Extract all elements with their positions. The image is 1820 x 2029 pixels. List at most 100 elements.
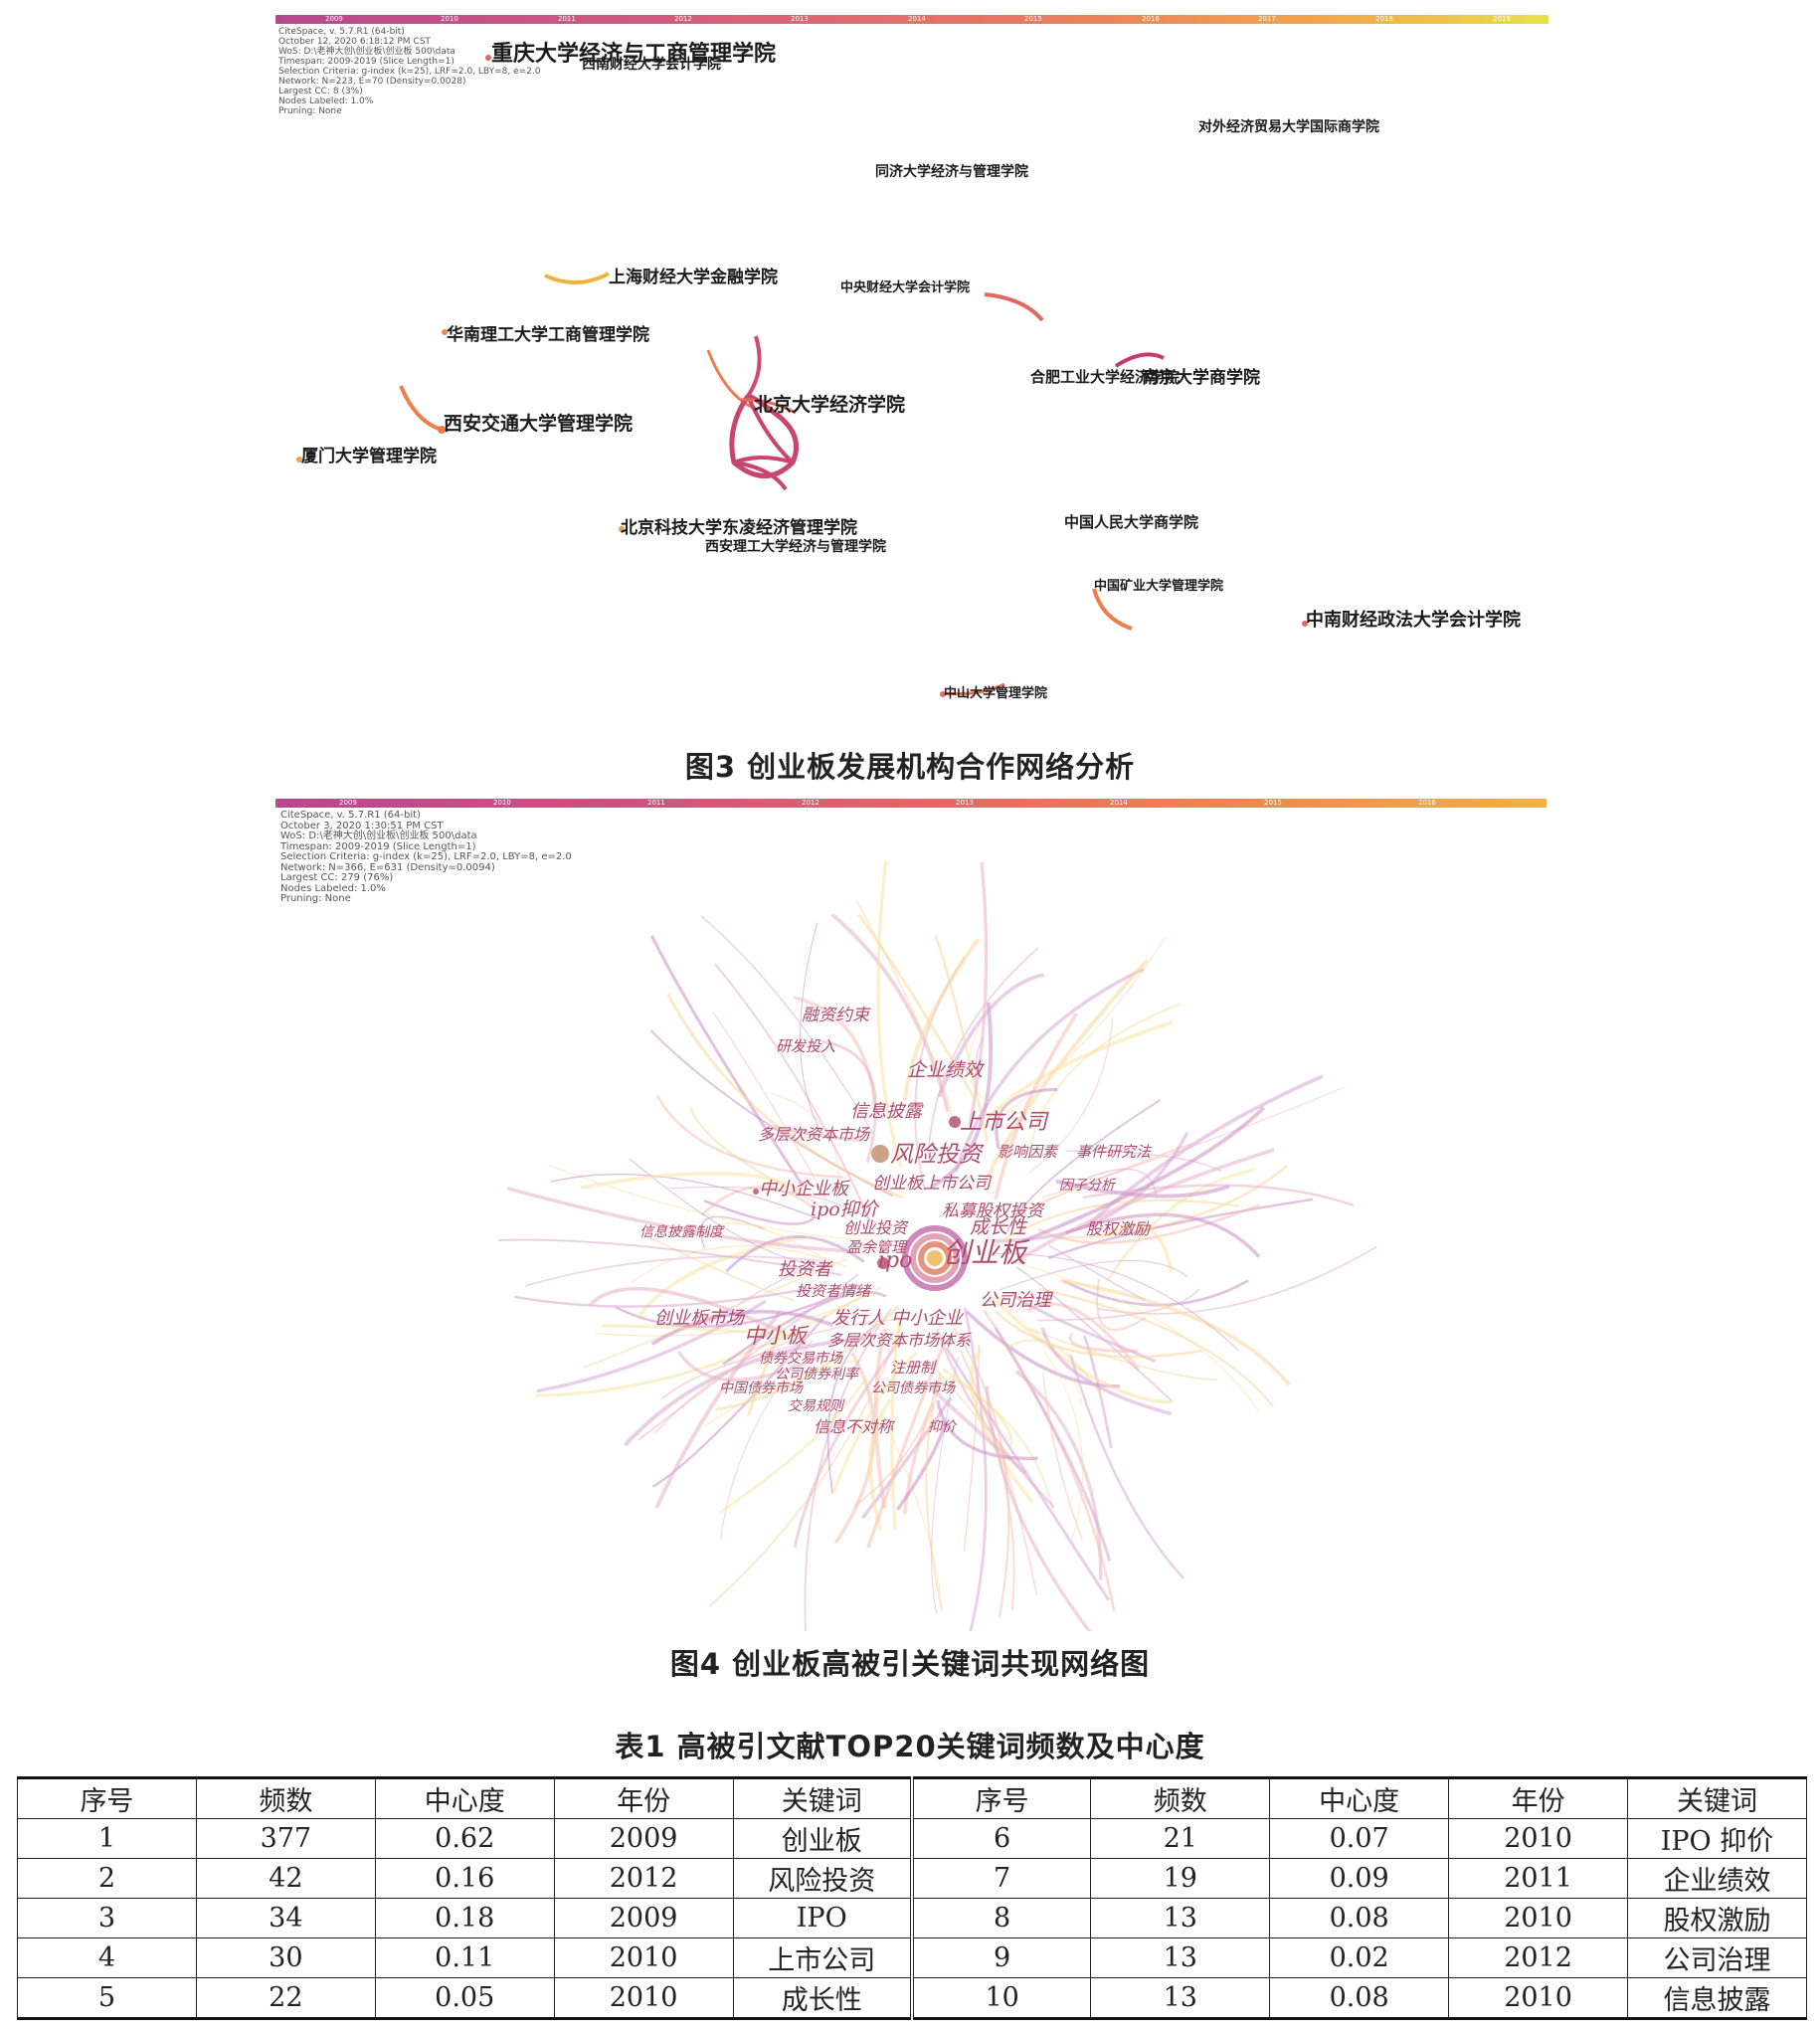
fig4-kw: 创业板 (943, 1236, 1027, 1269)
fig3-label-uibe: 对外经济贸易大学国际商学院 (1198, 119, 1379, 135)
network-edge (936, 1399, 1038, 1460)
table-cell: 风险投资 (732, 1858, 913, 1899)
network-edge (700, 915, 873, 1134)
network-edge (1048, 1244, 1146, 1300)
network-edge (994, 1327, 1112, 1563)
network-edge (993, 1199, 1239, 1247)
table-cell: 2010 (1448, 1898, 1629, 1938)
table-cell: 13 (1090, 1898, 1271, 1938)
network-node (871, 1145, 889, 1163)
table-row: 4 30 0.11 2010 上市公司 9 13 0.02 2012 公司治理 (17, 1937, 1807, 1978)
fig4-kw: 私募股权投资 (942, 1201, 1043, 1221)
network-edge (937, 973, 1045, 1098)
table-cell: 1 (17, 1818, 197, 1859)
network-edge (793, 1335, 904, 1548)
network-edge (995, 1310, 1202, 1359)
table-cell: 0.62 (374, 1818, 555, 1859)
fig4-tick: 2014 (1110, 799, 1128, 807)
network-edge (793, 995, 878, 1114)
network-edge (550, 1173, 821, 1221)
table-cell: 0.08 (1269, 1898, 1450, 1938)
fig4-kw: 创业投资 (843, 1218, 908, 1237)
network-edge (854, 1373, 942, 1507)
network-edge (1069, 1354, 1184, 1579)
network-edge (536, 1299, 767, 1393)
network-edge (588, 1286, 781, 1333)
network-edge (722, 1290, 887, 1366)
network-edge (1043, 1351, 1084, 1542)
network-edge (1064, 1212, 1261, 1258)
fig3-tick: 2018 (1375, 15, 1393, 23)
table-header-cell: 关键词 (732, 1776, 913, 1819)
network-edge (968, 1021, 1023, 1114)
network-edge (525, 1255, 823, 1287)
network-edge (630, 1245, 846, 1284)
network-edge (800, 922, 821, 1133)
network-edge (965, 1310, 1120, 1388)
network-edge (649, 935, 805, 1188)
table-cell: 2012 (553, 1858, 734, 1899)
network-edge (700, 1215, 766, 1249)
network-node (877, 1257, 889, 1269)
table-cell: 2012 (1448, 1937, 1629, 1978)
fig4-tick: 2010 (493, 799, 511, 807)
fig4-kw: 中国债券市场 (719, 1381, 803, 1396)
network-edge (506, 1187, 852, 1253)
fig3-metadata: CiteSpace, v. 5.7.R1 (64-bit) October 12… (278, 27, 541, 116)
network-edge (821, 1039, 878, 1163)
network-edge (602, 1324, 804, 1339)
network-edge (1086, 1168, 1158, 1197)
network-edge (984, 959, 1149, 1184)
network-edge (497, 1238, 842, 1276)
fig4-tick: 2015 (1264, 799, 1282, 807)
table-cell: 6 (909, 1818, 1092, 1859)
table-cell: 3 (17, 1898, 197, 1938)
table-header-cell: 中心度 (1269, 1776, 1450, 1819)
table-header-cell: 年份 (1448, 1776, 1629, 1819)
network-edge (670, 1186, 878, 1225)
network-edge (902, 1402, 936, 1515)
network-edge (1021, 1106, 1266, 1243)
network-edge (952, 1327, 1010, 1618)
fig3-label-sufe: 上海财经大学金融学院 (609, 268, 778, 287)
network-hub-ring (902, 1225, 968, 1291)
fig3-label-sysu: 中山大学管理学院 (944, 686, 1048, 701)
network-edge (866, 1339, 948, 1549)
fig3-tick: 2014 (908, 15, 926, 23)
network-edge (650, 1309, 834, 1346)
fig4-kw: 成长性 (970, 1216, 1027, 1238)
table-header-cell: 中心度 (374, 1776, 555, 1819)
network-edge (1015, 1266, 1173, 1401)
fig3-tick: 2017 (1258, 15, 1276, 23)
table-cell: 0.08 (1269, 1977, 1450, 2020)
network-edge (1047, 1198, 1314, 1260)
network-edge (996, 1252, 1240, 1352)
fig4-kw: 多层次资本市场 (758, 1125, 870, 1144)
table-cell: 2011 (1448, 1858, 1629, 1899)
fig3-label-xmu: 厦门大学管理学院 (301, 447, 437, 466)
network-edge (963, 1344, 980, 1552)
fig4-tick: 2009 (339, 799, 357, 807)
network-edge (654, 1311, 782, 1509)
fig3-tick: 2012 (674, 15, 692, 23)
network-edge (645, 1234, 795, 1302)
fig4-kw: 信息披露制度 (639, 1224, 723, 1240)
fig3-label-swufe: 西南财经大学会计学院 (582, 57, 721, 73)
network-edge (989, 935, 1167, 1127)
network-edge (857, 913, 977, 1102)
network-node (753, 1189, 759, 1195)
fig4-tick: 2013 (956, 799, 974, 807)
network-edge (902, 938, 981, 1102)
network-edge (987, 1019, 1174, 1120)
table-cell: 2010 (1448, 1818, 1629, 1859)
network-edge (655, 1094, 844, 1180)
figure-4-caption: 图4 创业板高被引关键词共现网络图 (669, 1647, 1151, 1681)
fig4-kw: 投资者情绪 (796, 1282, 871, 1300)
fig3-label-cqu: 重庆大学经济与工商管理学院 (491, 41, 777, 67)
fig4-kw: 企业绩效 (907, 1059, 984, 1081)
fig3-label-zuel: 中南财经政法大学会计学院 (1306, 610, 1521, 631)
table-cell: 创业板 (732, 1818, 913, 1859)
table-cell: 13 (1090, 1977, 1271, 2020)
fig3-label-xaut: 西安理工大学经济与管理学院 (705, 539, 886, 555)
network-edge (1041, 1373, 1083, 1541)
